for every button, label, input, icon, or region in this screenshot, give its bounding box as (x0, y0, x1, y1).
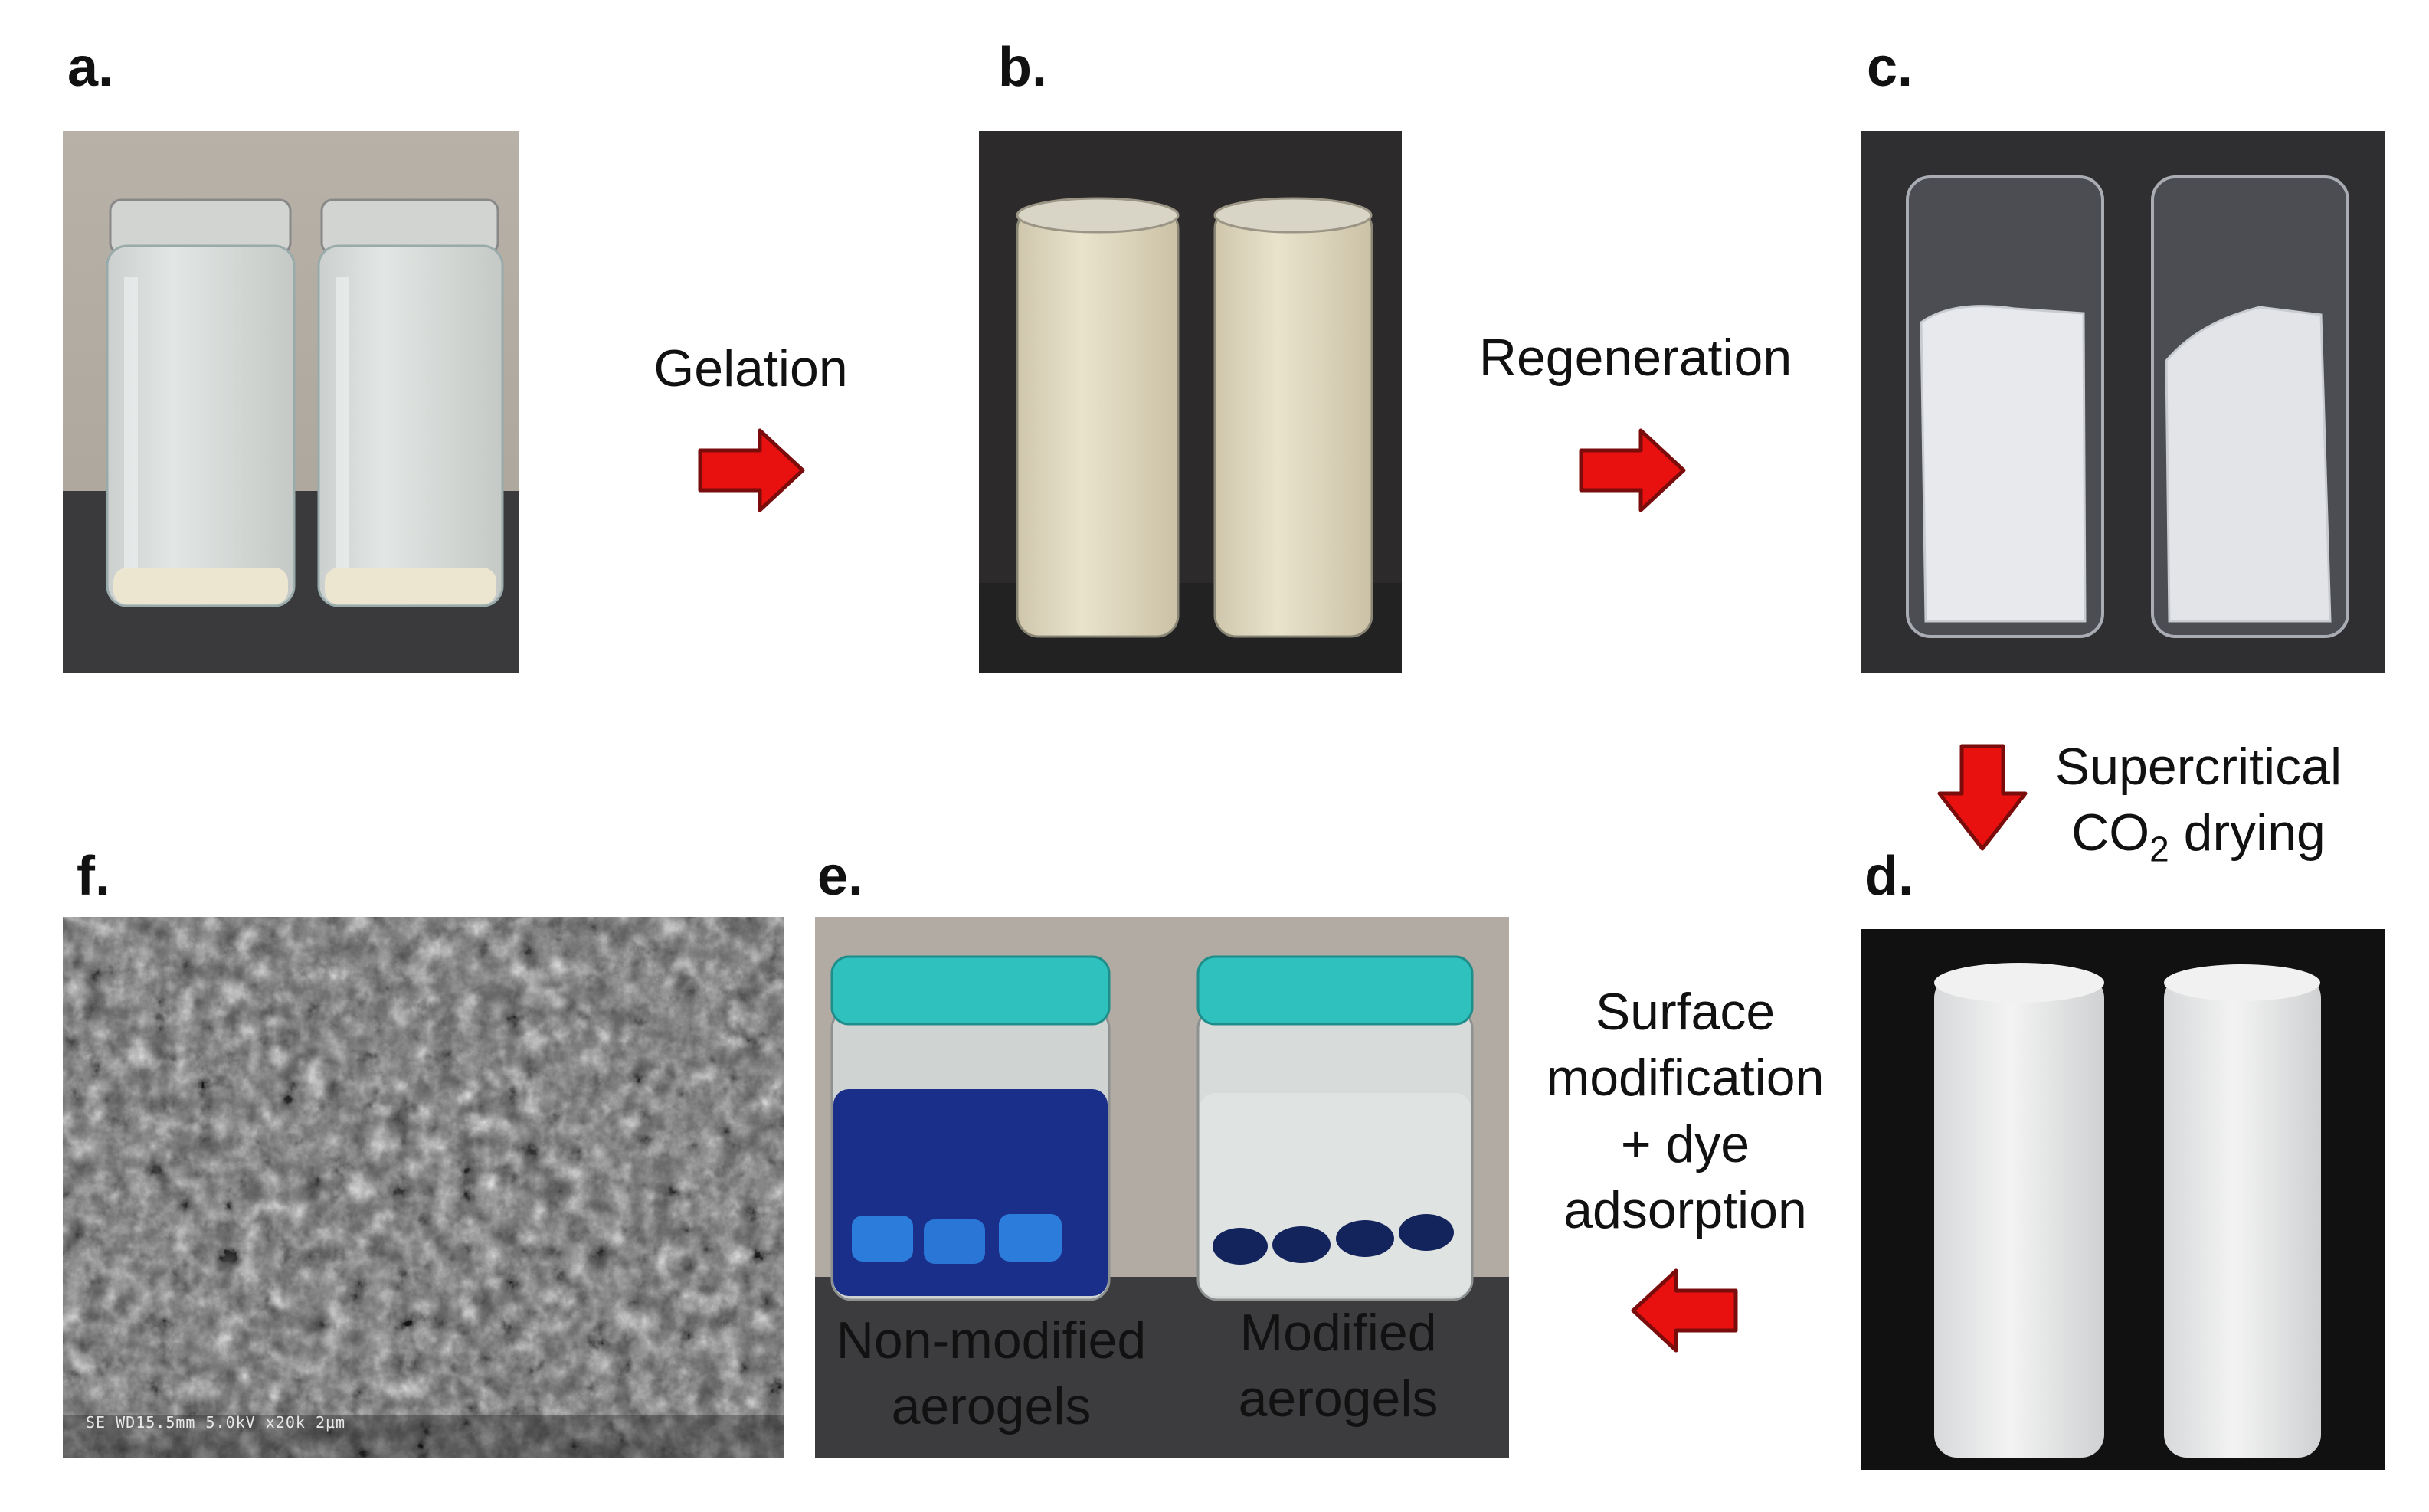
step-surface-modification-label: Surface modification + dye adsorption (1517, 979, 1854, 1243)
co-text: CO (2071, 803, 2150, 862)
photo-vials-regenerated (1861, 131, 2385, 673)
arrow-right-gelation-icon (697, 427, 806, 513)
sem-info-bar: SE WD15.5mm 5.0kV x20k 2µm (86, 1413, 346, 1432)
step-supercritical-label: Supercritical CO2 drying (2030, 734, 2367, 872)
panel-label-a: a. (67, 37, 114, 98)
photo-vials-gel (979, 131, 1402, 673)
step-regeneration-label: Regeneration (1478, 329, 1792, 387)
step-surface-line4: adsorption (1563, 1181, 1807, 1240)
arrow-right-regeneration-icon (1578, 427, 1687, 513)
photo-sem-micrograph: SE WD15.5mm 5.0kV x20k 2µm (63, 917, 784, 1458)
panel-label-f: f. (77, 846, 110, 907)
caption-modified: Modified aerogels (1238, 1304, 1439, 1429)
step-surface-line3: + dye (1620, 1114, 1750, 1173)
arrow-left-surface-icon (1630, 1268, 1739, 1353)
step-supercritical-line2: CO2 drying (2030, 800, 2367, 872)
photo-aerogel-cylinders (1861, 929, 2385, 1470)
panel-label-b: b. (998, 37, 1047, 98)
step-surface-line1: Surface (1595, 983, 1776, 1041)
panel-label-c: c. (1867, 37, 1913, 98)
co2-subscript: 2 (2149, 829, 2169, 869)
photo-vials-solution (63, 131, 519, 673)
step-supercritical-line1: Supercritical (2054, 738, 2342, 796)
arrow-down-supercritical-icon (1936, 743, 2028, 852)
panel-label-e: e. (817, 846, 864, 907)
photo-dye-jars: Non-modified aerogels Modified aerogels (815, 917, 1509, 1458)
caption-non-modified: Non-modified aerogels (836, 1311, 1147, 1436)
panel-label-d: d. (1864, 846, 1913, 907)
step-gelation-label: Gelation (653, 339, 848, 398)
step-surface-line2: modification (1546, 1049, 1825, 1108)
drying-text: drying (2169, 803, 2326, 862)
